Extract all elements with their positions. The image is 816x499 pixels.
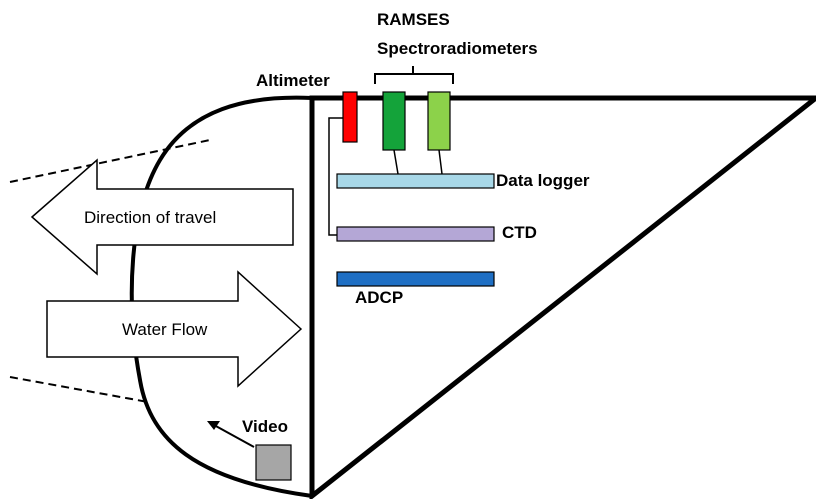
hull-body [309, 95, 816, 499]
spectro-bracket [374, 66, 454, 84]
connector-spectro-1 [393, 149, 399, 175]
water-flow-arrow [46, 270, 303, 388]
hull-bow [129, 95, 313, 498]
spectroradiometers-label: Spectroradiometers [377, 39, 538, 58]
spectroradiometer-2 [427, 91, 451, 151]
ctd-label: CTD [502, 223, 537, 242]
direction-of-travel-label: Direction of travel [84, 208, 216, 227]
direction-of-travel-arrow [30, 158, 294, 276]
adcp-label: ADCP [355, 288, 403, 307]
ramses-label: RAMSES [377, 10, 450, 29]
video-label: Video [242, 417, 288, 436]
view-line-top [9, 139, 211, 183]
connector-spectro-2 [438, 149, 443, 175]
view-line-bottom [9, 376, 149, 403]
altimeter-label: Altimeter [256, 71, 330, 90]
altimeter-sensor [342, 91, 358, 143]
video-direction-arrow [213, 424, 255, 448]
data-logger-label: Data logger [496, 171, 590, 190]
video-camera [255, 444, 292, 481]
ctd-sensor [336, 226, 495, 242]
adcp-sensor [336, 271, 495, 287]
video-direction-arrowhead [207, 421, 220, 430]
spectroradiometer-1 [382, 91, 406, 151]
water-flow-label: Water Flow [122, 320, 208, 339]
altimeter-cable [328, 117, 343, 236]
data-logger [336, 173, 495, 189]
